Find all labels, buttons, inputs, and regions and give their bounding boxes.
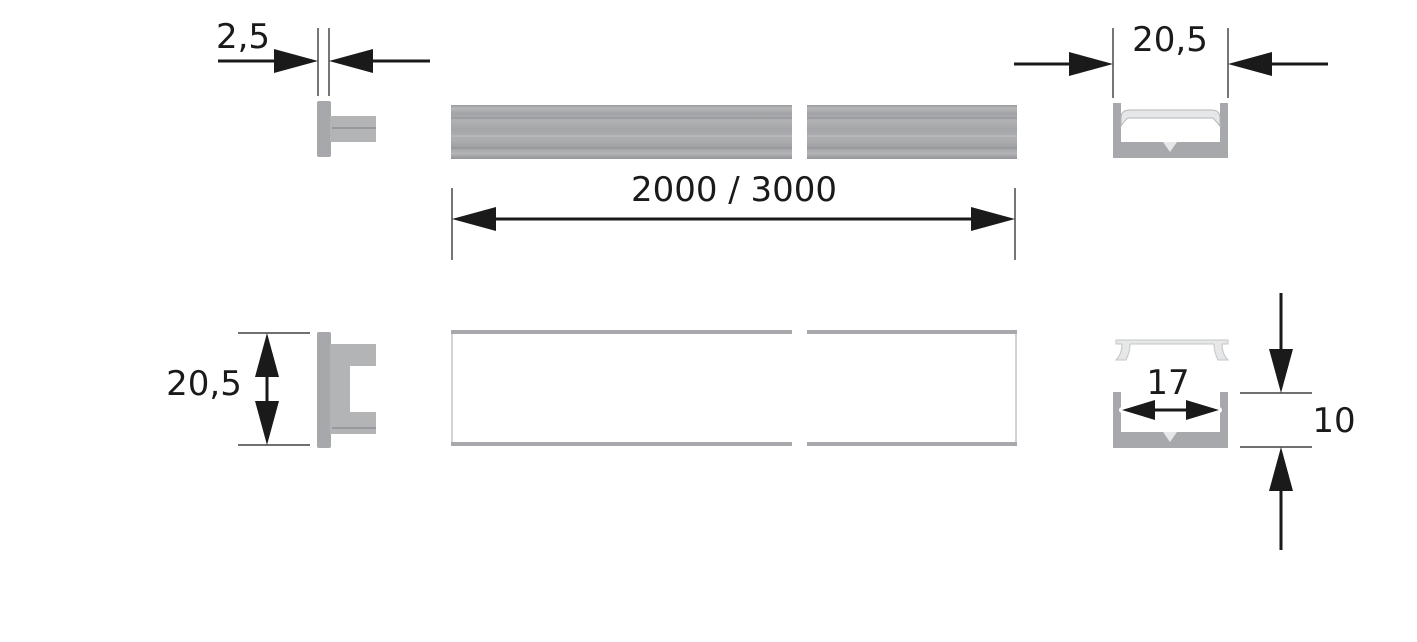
dimension-profile-width-top: 20,5 — [1014, 20, 1328, 98]
dimension-endcap-thickness: 2,5 — [216, 17, 430, 96]
dimension-profile-height: 10 — [1240, 293, 1356, 550]
dim-label-profile-length: 2000 / 3000 — [631, 170, 837, 210]
dim-label-endcap-thickness: 2,5 — [216, 17, 270, 57]
dimension-inner-width: 17 — [1122, 363, 1219, 420]
profile-top-view — [451, 105, 1017, 159]
dim-label-inner-width: 17 — [1146, 363, 1189, 403]
profile-cross-section-top — [1113, 103, 1228, 158]
dimension-profile-width-side: 20,5 — [166, 332, 310, 446]
dim-label-profile-height: 10 — [1312, 401, 1355, 441]
dim-label-profile-width-top: 20,5 — [1132, 20, 1208, 60]
profile-bottom-view — [451, 330, 1017, 446]
endcap-side-view — [317, 332, 376, 448]
dimension-profile-length: 2000 / 3000 — [451, 170, 1016, 260]
endcap-top-view — [317, 101, 376, 157]
dim-label-profile-width-side: 20,5 — [166, 364, 242, 404]
